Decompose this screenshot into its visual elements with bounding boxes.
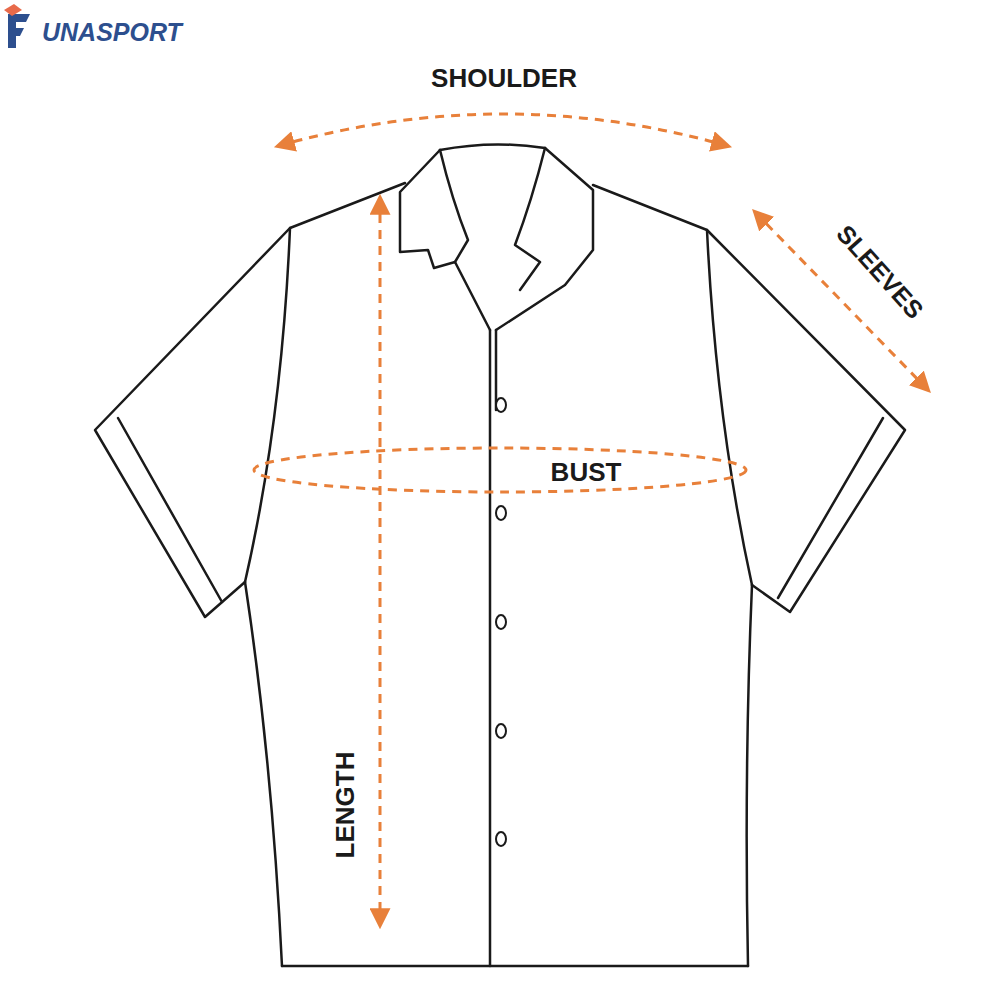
measure-label: LENGTH <box>330 748 360 863</box>
length-arrow <box>379 198 382 925</box>
bust-loop <box>254 448 746 492</box>
measure-label: BUST <box>547 457 626 487</box>
logo-icon <box>4 4 30 48</box>
measure-label: SLEEVES <box>828 216 932 327</box>
brand-logo: UNASPORT <box>38 18 186 47</box>
shoulder-arrow <box>278 114 728 146</box>
measure-label: SHOULDER <box>427 63 581 93</box>
shirt-outline <box>95 144 905 966</box>
buttons <box>496 398 506 846</box>
